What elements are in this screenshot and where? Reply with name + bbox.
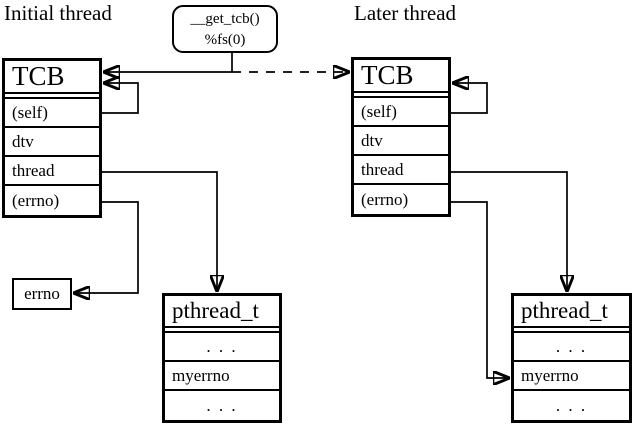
tcb-initial-row-errno: (errno)	[12, 190, 60, 210]
pthread-later-header-separator	[514, 328, 629, 333]
initial-thread-title: Initial thread	[4, 1, 112, 25]
tcb-later-row-self: (self)	[354, 98, 448, 127]
pthread-table-later: pthread_t . . . myerrno . . .	[511, 293, 632, 423]
tcb-initial-row-self: (self)	[5, 99, 99, 128]
pthread-initial-row-ellipsis-bottom: . . .	[206, 395, 238, 415]
arrow-initial-self-loop	[102, 83, 139, 114]
pthread-initial-header-separator	[165, 328, 279, 333]
tcb-initial-row-thread: thread	[5, 157, 99, 186]
pthread-later-row-ellipsis-top: . . .	[514, 333, 629, 362]
tcb-table-initial: TCB (self) dtv thread (errno)	[2, 58, 102, 218]
tcb-initial-row-dtv: dtv	[5, 128, 99, 157]
tcb-initial-header: TCB	[5, 61, 99, 94]
get-tcb-accessor-box: __get_tcb() %fs(0)	[172, 5, 278, 53]
pthread-later-row-myerrno: myerrno	[514, 362, 629, 391]
pthread-initial-row-myerrno: myerrno	[165, 362, 279, 391]
pthread-table-initial: pthread_t . . . myerrno . . .	[162, 293, 282, 423]
tcb-later-row-dtv: dtv	[354, 127, 448, 156]
pthread-initial-header: pthread_t	[165, 296, 279, 328]
tcb-later-header: TCB	[354, 60, 448, 93]
tcb-later-row-errno: (errno)	[361, 189, 409, 209]
later-thread-title: Later thread	[354, 1, 457, 25]
tcb-later-row-thread: thread	[354, 156, 448, 185]
arrow-later-thread-to-pthread	[451, 171, 567, 291]
arrow-later-self-loop	[451, 83, 488, 114]
pthread-later-row-ellipsis-bottom: . . .	[555, 395, 588, 415]
errno-label: errno	[24, 284, 60, 303]
fs-register-label: %fs(0)	[204, 32, 246, 48]
tcb-initial-header-separator	[5, 94, 99, 99]
get-tcb-function-label: __get_tcb()	[190, 11, 260, 27]
tcb-table-later: TCB (self) dtv thread (errno)	[351, 57, 451, 217]
errno-variable-box: errno	[12, 278, 72, 310]
pthread-initial-row-ellipsis-top: . . .	[165, 333, 279, 362]
arrow-later-errno-to-myerrno	[451, 201, 509, 378]
pthread-later-header: pthread_t	[514, 296, 629, 328]
arrow-initial-thread-to-pthread	[102, 171, 217, 291]
tcb-later-header-separator	[354, 93, 448, 98]
